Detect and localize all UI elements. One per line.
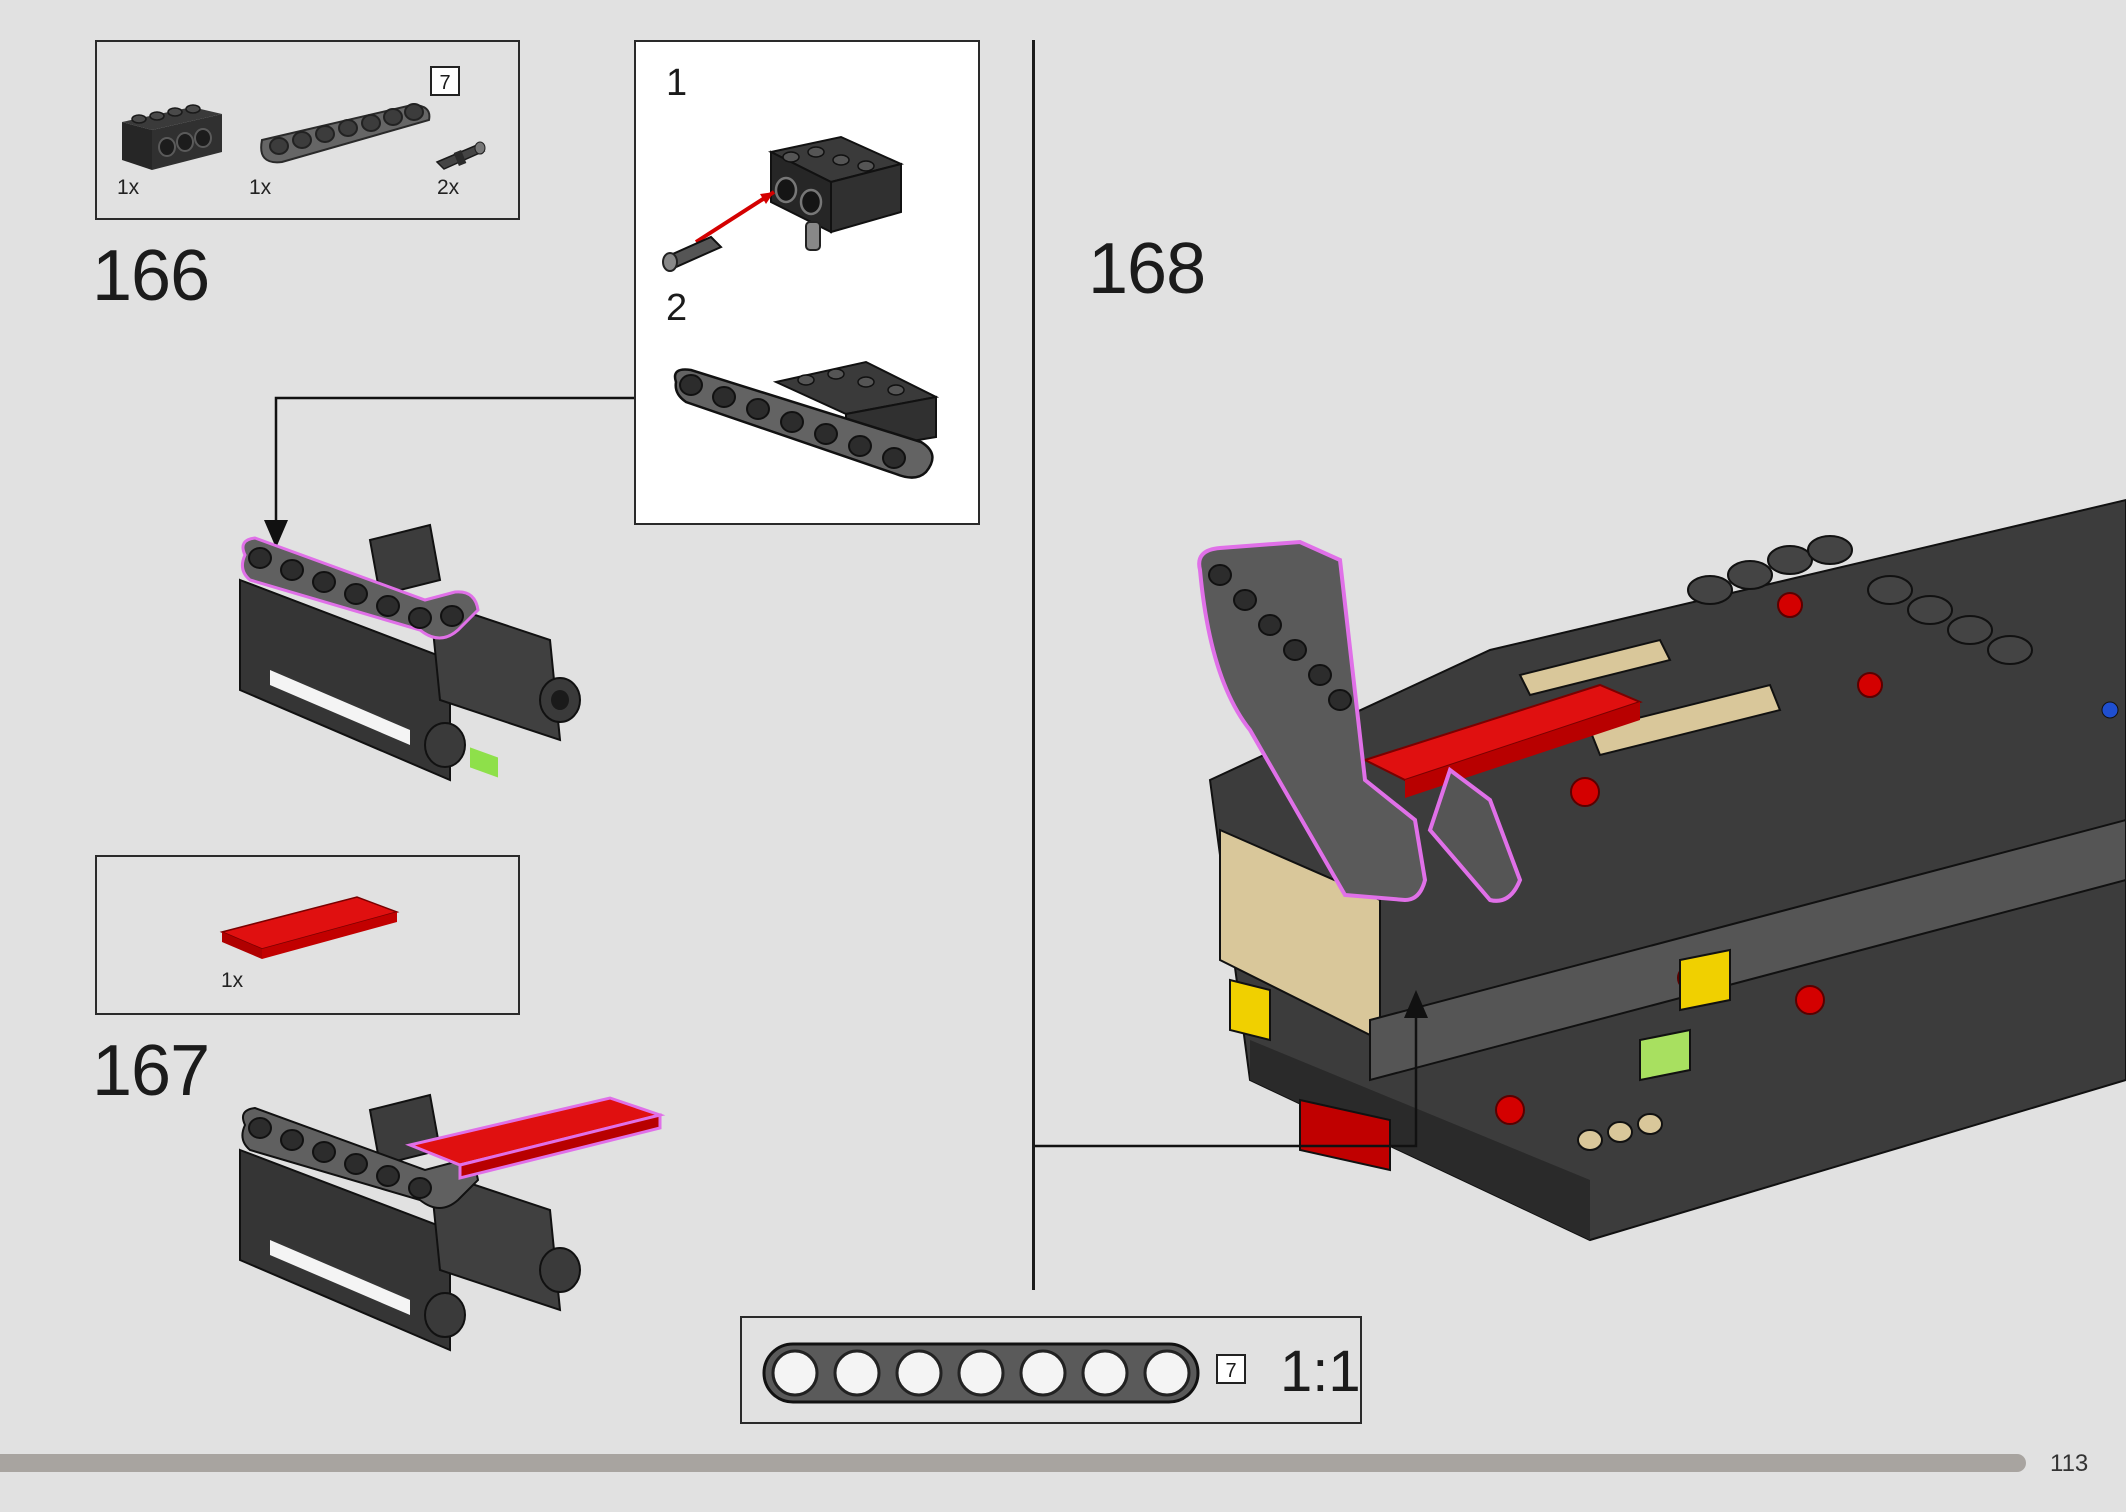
qty-red-tile: 1x — [221, 969, 244, 992]
qty-liftarm-1x7: 1x — [249, 176, 272, 199]
scale-label: 1:1 — [1280, 1339, 1361, 1404]
subassembly-callout: 1 2 — [634, 40, 980, 525]
step-number-168: 168 — [1088, 229, 1206, 309]
substep-1-illustration — [662, 135, 905, 272]
column-divider — [1032, 40, 1035, 1290]
parts-callout-167: 1x — [95, 855, 520, 1015]
red-tile-icon — [219, 896, 400, 959]
liftarm-1x7-icon — [260, 103, 431, 164]
assembly-167-illustration — [239, 1093, 666, 1352]
assembly-168-illustration — [1197, 498, 2126, 1242]
pin-icon — [435, 141, 486, 170]
parts-callout-166: 1x 7 1x 2x — [95, 40, 520, 220]
page-number: 113 — [2050, 1450, 2089, 1477]
page-progress-bar — [0, 1454, 2026, 1472]
assembly-166-illustration — [239, 523, 581, 782]
length-badge: 7 — [430, 66, 460, 96]
substep-number-1: 1 — [666, 62, 688, 104]
substep-number-2: 2 — [666, 287, 688, 329]
scale-ruler-callout: 7 1:1 — [740, 1316, 1362, 1424]
ruler-length-badge: 7 — [1216, 1354, 1246, 1384]
qty-pin: 2x — [437, 176, 460, 199]
beam-1x4-icon — [122, 104, 222, 170]
liftarm-1x7-scale-icon — [762, 1342, 1200, 1404]
substep-2-illustration — [673, 360, 940, 479]
step-number-166: 166 — [92, 236, 210, 316]
step-number-167: 167 — [92, 1031, 210, 1111]
qty-beam-1x4: 1x — [117, 176, 140, 199]
